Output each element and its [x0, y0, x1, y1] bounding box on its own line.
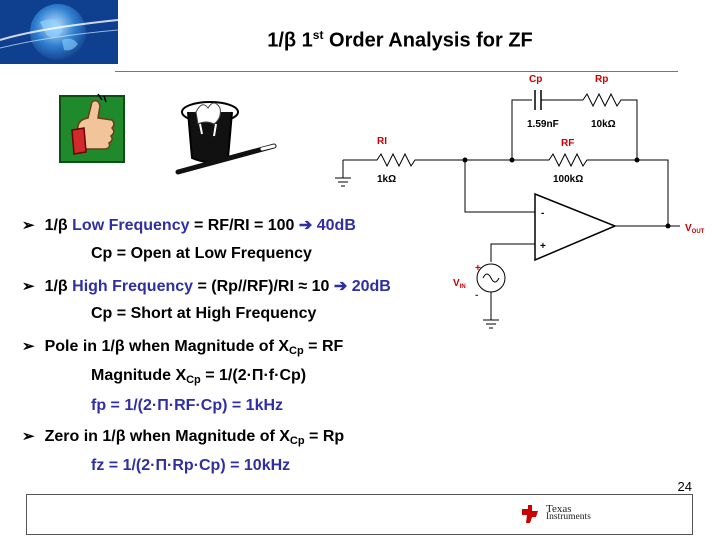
source-minus: - — [475, 290, 478, 301]
text-run: 10kHz — [243, 457, 291, 474]
bullet-zero: ➢ Zero in 1/β when Magnitude of XCp = Rp — [22, 427, 344, 447]
bullet-pole: ➢ Pole in 1/β when Magnitude of XCp = RF — [22, 337, 343, 357]
text-run: Magnitude X — [91, 367, 187, 384]
text-run: 1/β — [44, 278, 73, 295]
text-run: fz = 1/(2·Π·Rp·Cp) = — [91, 457, 244, 474]
vin-label: VIN — [453, 278, 466, 290]
rp-label: Rp — [595, 74, 608, 85]
bullet-arrow-icon: ➢ — [22, 278, 35, 295]
rf-label: RF — [561, 138, 574, 149]
text-run: = Rp — [304, 428, 345, 445]
text-run: Low Frequency — [72, 217, 190, 234]
sub-fp-formula: fp = 1/(2·Π·RF·Cp) = 1kHz — [91, 397, 283, 415]
cp-label: Cp — [529, 74, 542, 85]
text-run: Pole in 1/β when Magnitude of X — [44, 338, 290, 355]
source-plus: + — [475, 263, 481, 274]
circuit-schematic: Cp Rp 1.59nF 10kΩ RI 1kΩ RF 100kΩ - + + … — [335, 74, 705, 329]
text-run: ➔ 40dB — [298, 217, 356, 234]
text-run: Cp — [289, 345, 304, 357]
title-divider — [115, 71, 678, 72]
sub-cp-short: Cp = Short at High Frequency — [91, 305, 316, 323]
text-run: Cp — [289, 435, 305, 447]
cp-value: 1.59nF — [527, 119, 559, 130]
bullet-arrow-icon: ➢ — [22, 338, 35, 355]
thumbs-up-icon — [59, 93, 125, 163]
bullet-arrow-icon: ➢ — [22, 217, 35, 234]
ri-value: 1kΩ — [377, 174, 396, 185]
rf-value: 100kΩ — [553, 174, 583, 185]
text-run: Cp = Short at High Frequency — [91, 305, 317, 322]
page-number: 24 — [677, 479, 692, 494]
text-run: = (Rp//RF)/RI ≈ 10 — [193, 278, 334, 295]
text-run: Cp = Open at Low Frequency — [91, 245, 312, 262]
text-run: ➔ 20dB — [333, 278, 391, 295]
magic-hat-icon — [175, 101, 277, 175]
globe-logo-icon — [0, 0, 118, 64]
text-run: = 1/(2·Π·f·Cp) — [200, 367, 307, 384]
text-run: 1/β — [44, 217, 73, 234]
opamp-minus: - — [541, 208, 544, 219]
text-run: Zero in 1/β when Magnitude of X — [44, 428, 290, 445]
sub-fz-formula: fz = 1/(2·Π·Rp·Cp) = 10kHz — [91, 457, 290, 475]
bullet-low-frequency: ➢ 1/β Low Frequency = RF/RI = 100 ➔ 40dB — [22, 215, 356, 235]
text-run: = RF/RI = 100 — [189, 217, 299, 234]
opamp-plus: + — [540, 241, 546, 252]
ti-logo-icon — [522, 505, 538, 523]
bullet-high-frequency: ➢ 1/β High Frequency = (Rp//RF)/RI ≈ 10 ➔… — [22, 276, 391, 296]
ri-label: RI — [377, 136, 387, 147]
sub-magnitude-xcp: Magnitude XCp = 1/(2·Π·f·Cp) — [91, 367, 306, 386]
text-run: High Frequency — [72, 278, 194, 295]
text-run: fp = 1/(2·Π·RF·Cp) = — [91, 397, 246, 414]
footer-box — [26, 494, 693, 535]
rp-value: 10kΩ — [591, 119, 616, 130]
page-title: 1/β 1st Order Analysis for ZF — [267, 28, 533, 52]
text-run: 1kHz — [245, 397, 284, 414]
text-run: = RF — [303, 338, 344, 355]
ti-wordmark: Texas Instruments — [546, 503, 591, 522]
text-run: Cp — [186, 374, 201, 386]
bullet-arrow-icon: ➢ — [22, 428, 35, 445]
sub-cp-open: Cp = Open at Low Frequency — [91, 245, 312, 263]
vout-label: VOUT — [685, 223, 705, 235]
